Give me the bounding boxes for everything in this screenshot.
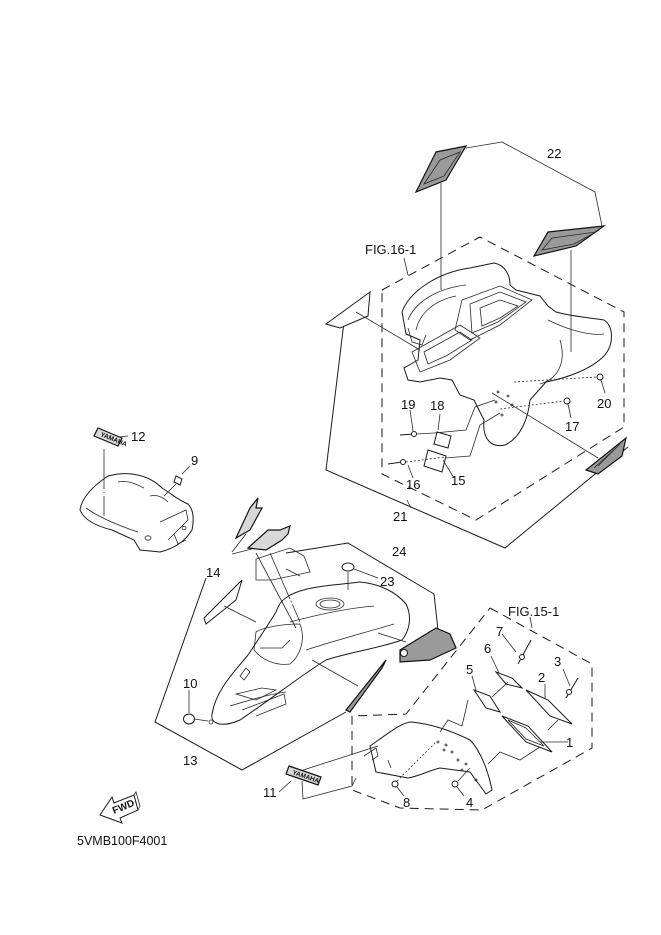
decal-lower-right (345, 659, 387, 713)
part-10 (183, 713, 195, 725)
callout-16[interactable]: 16 (406, 477, 420, 492)
decal-11-yamaha (285, 765, 322, 786)
part-23 (341, 562, 355, 572)
leader-22 (465, 141, 603, 227)
front-panel-part (79, 473, 194, 553)
callout-24[interactable]: 24 (392, 544, 406, 559)
callout-1[interactable]: 1 (566, 735, 573, 750)
reflector-frame-1 (501, 715, 553, 753)
callout-13[interactable]: 13 (183, 753, 197, 768)
grommet-4 (451, 780, 459, 788)
decal-22-left (414, 145, 468, 194)
front-panel-group (79, 427, 194, 553)
callout-22[interactable]: 22 (547, 146, 561, 161)
callout-10[interactable]: 10 (183, 676, 197, 691)
decal-21-left (324, 290, 371, 329)
fig-15-1-label[interactable]: FIG.15-1 (508, 604, 559, 619)
decal-24-right (399, 627, 457, 663)
fwd-arrow-icon (99, 791, 141, 824)
group-13-bracket (154, 577, 347, 771)
decal-left-side (203, 579, 243, 625)
group-21-bracket (325, 321, 629, 549)
plate-15 (423, 449, 447, 473)
fig-16-1-label[interactable]: FIG.16-1 (365, 242, 416, 257)
callout-7[interactable]: 7 (496, 624, 503, 639)
callout-19[interactable]: 19 (401, 397, 415, 412)
grommet-20 (596, 373, 604, 381)
rear-mudguard-group (299, 607, 593, 811)
screw-7 (517, 639, 532, 665)
decal-14-upper (234, 497, 264, 540)
grommet-17 (563, 397, 571, 405)
grommet-8 (391, 780, 399, 788)
decal-14-lower (246, 525, 291, 551)
callout-15[interactable]: 15 (451, 473, 465, 488)
rear-fender-part (401, 262, 612, 447)
callout-6[interactable]: 6 (484, 641, 491, 656)
group-24-bracket (285, 542, 439, 631)
callout-14[interactable]: 14 (206, 565, 220, 580)
reflector-6 (494, 670, 524, 689)
callout-8[interactable]: 8 (403, 795, 410, 810)
decal-21-right (584, 436, 627, 475)
callout-4[interactable]: 4 (466, 795, 473, 810)
rear-fender-group (324, 141, 629, 549)
screw-16 (387, 461, 403, 465)
callout-9[interactable]: 9 (191, 453, 198, 468)
fig-16-1-leader (403, 257, 409, 276)
front-body-part (208, 581, 410, 725)
callout-20[interactable]: 20 (597, 396, 611, 411)
part-9 (173, 475, 183, 486)
decal-12-yamaha (93, 427, 123, 447)
fig-15-1-boundary (351, 607, 593, 811)
callout-12[interactable]: 12 (131, 429, 145, 444)
callout-17[interactable]: 17 (565, 419, 579, 434)
callout-18[interactable]: 18 (430, 398, 444, 413)
fig-16-1-boundary (381, 236, 625, 521)
reflector-2 (525, 689, 573, 725)
callout-5[interactable]: 5 (466, 662, 473, 677)
leader-21-left (355, 311, 421, 351)
callout-23[interactable]: 23 (380, 574, 394, 589)
mudguard-part (363, 721, 493, 795)
callout-11[interactable]: 11 (263, 785, 277, 800)
decal-22-right (532, 225, 607, 257)
callout-3[interactable]: 3 (554, 654, 561, 669)
callout-2[interactable]: 2 (538, 670, 545, 685)
reflector-frame-5 (472, 688, 502, 713)
leader-21-right (491, 392, 599, 459)
front-body-group (154, 497, 457, 771)
callout-21[interactable]: 21 (393, 509, 407, 524)
plate-18 (433, 431, 452, 449)
drawing-code: 5VMB100F4001 (77, 834, 167, 848)
